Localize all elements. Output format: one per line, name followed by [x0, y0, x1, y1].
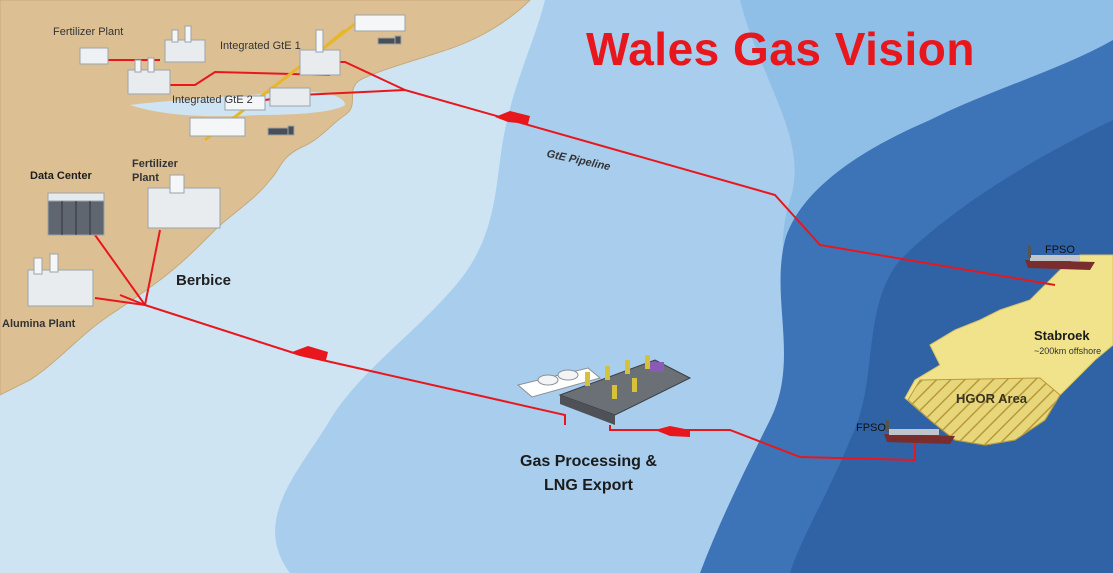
- label-stabroek-sub: ~200km offshore: [1034, 346, 1102, 356]
- factory-icon: [79, 25, 206, 65]
- coastline-land: [0, 0, 531, 396]
- label-fpso-bottom: FPSO: [856, 422, 886, 434]
- label-fertilizer-plant-2-line2: Plant: [132, 172, 159, 184]
- berbice-hub-1: [94, 234, 146, 306]
- berbice-hub-2: [144, 229, 161, 306]
- fpso-vessel-icon: [884, 420, 955, 444]
- label-gas-processing-line1: Gas Processing &: [520, 453, 657, 470]
- label-stabroek: Stabroek: [1034, 328, 1090, 343]
- label-integrated-gte-1: Integrated GtE 1: [220, 40, 301, 52]
- export-pipeline: [609, 425, 916, 462]
- lng-carrier-icon: [516, 367, 602, 398]
- label-integrated-gte-2: Integrated GtE 2: [172, 94, 253, 106]
- label-fertilizer-plant-2: Fertilizer Plant: [132, 157, 178, 185]
- label-fpso-top: FPSO: [1045, 244, 1075, 256]
- flow-arrows: [292, 111, 690, 437]
- pipeline-arrow-icon: [292, 346, 328, 360]
- label-fertilizer-plant-2-line1: Fertilizer: [132, 158, 178, 170]
- label-gas-processing: Gas Processing & LNG Export: [520, 450, 657, 498]
- factory-icon: [27, 253, 94, 307]
- pipeline-arrow-icon: [655, 426, 690, 437]
- label-fertilizer-plant-top: Fertilizer Plant: [53, 26, 124, 38]
- data-center-icon: [47, 192, 105, 236]
- facilities: [27, 14, 406, 307]
- processing-platform-icon: [558, 355, 692, 425]
- label-hgor-area: HGOR Area: [956, 391, 1028, 406]
- factory-icon: [147, 174, 221, 229]
- hgor-area: [907, 377, 1061, 446]
- pipeline-arrow-icon: [495, 111, 530, 124]
- truck-icon: [267, 35, 402, 136]
- factory-icon: [269, 29, 341, 107]
- label-berbice: Berbice: [176, 272, 232, 289]
- berbice-hub-3: [119, 294, 146, 306]
- map-title: Wales Gas Vision: [586, 23, 975, 75]
- lng-to-coast-pipeline: [94, 297, 566, 425]
- fpso-vessel-icon: [1025, 246, 1095, 270]
- factory-icon: [127, 57, 171, 95]
- label-gas-processing-line2: LNG Export: [544, 477, 633, 494]
- label-data-center: Data Center: [30, 170, 92, 182]
- tank-farm: [189, 14, 406, 137]
- label-alumina-plant: Alumina Plant: [2, 318, 76, 330]
